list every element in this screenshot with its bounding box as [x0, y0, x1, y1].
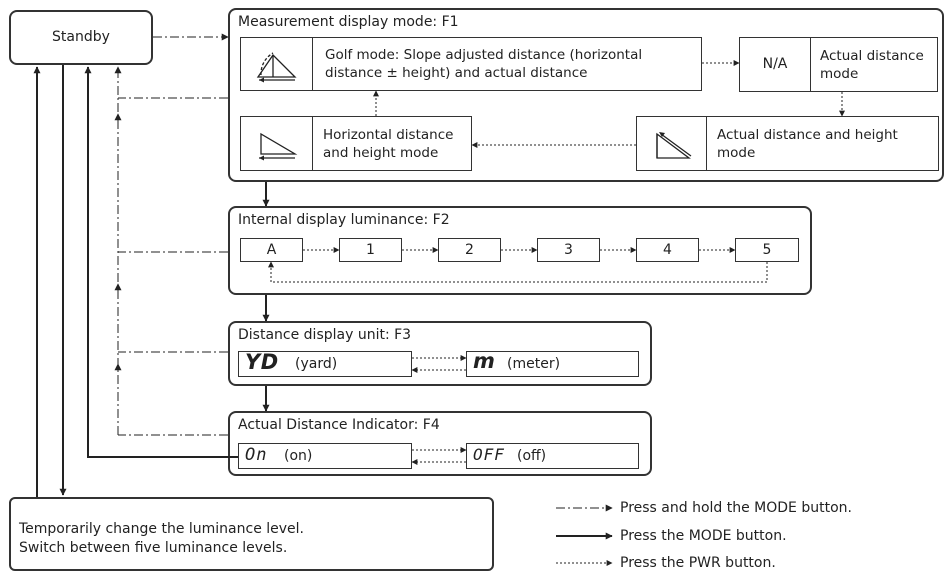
- actual-distance-mode-box: N/A Actual distance mode: [739, 37, 938, 92]
- horizontal-height-icon: [255, 126, 301, 162]
- indicator-on-symbol: On: [245, 445, 268, 465]
- luminance-note-line2: Switch between five luminance levels.: [19, 540, 288, 556]
- luminance-level-5: 5: [735, 238, 799, 262]
- golf-mode-box: Golf mode: Slope adjusted distance (hori…: [240, 37, 702, 91]
- f4-to-standby-arrow: [84, 66, 238, 458]
- indicator-off-symbol: OFF: [473, 445, 505, 464]
- na-label: N/A: [762, 56, 788, 72]
- standby-label: Standby: [52, 29, 110, 45]
- yard-label: (yard): [295, 356, 338, 372]
- golf-mode-icon: [255, 47, 301, 83]
- actual-height-line1: Actual distance and height: [717, 127, 898, 143]
- actual-height-line2: mode: [717, 145, 756, 161]
- luminance-level-1: 1: [339, 238, 402, 262]
- luminance-level-3: 3: [537, 238, 600, 262]
- indicator-off-box: OFF (off): [466, 443, 639, 469]
- legend-press-pwr: Press the PWR button.: [620, 555, 776, 571]
- luminance-level-4-label: 4: [663, 241, 672, 258]
- actual-distance-height-mode-box: Actual distance and height mode: [636, 116, 939, 171]
- f2-internal-luminance-group: Internal display luminance: F2: [228, 206, 812, 295]
- luminance-level-2-label: 2: [465, 241, 474, 258]
- horizontal-distance-height-mode-box: Horizontal distance and height mode: [240, 116, 472, 171]
- indicator-on-label: (on): [284, 448, 313, 464]
- golf-mode-line2: distance ± height) and actual distance: [325, 65, 588, 81]
- standby-box: Standby: [9, 10, 153, 65]
- horizontal-line2: and height mode: [323, 145, 439, 161]
- indicator-on-box: On (on): [238, 443, 412, 469]
- meter-symbol: m: [473, 349, 496, 373]
- legend-hold-mode: Press and hold the MODE button.: [620, 500, 852, 516]
- luminance-note-line1: Temporarily change the luminance level.: [19, 521, 304, 537]
- actual-distance-line1: Actual distance: [820, 48, 924, 64]
- luminance-note-box: Temporarily change the luminance level. …: [9, 497, 494, 571]
- luminance-level-3-label: 3: [564, 241, 573, 258]
- indicator-off-label: (off): [517, 448, 547, 464]
- golf-mode-line1: Golf mode: Slope adjusted distance (hori…: [325, 47, 643, 63]
- actual-distance-line2: mode: [820, 66, 859, 82]
- luminance-level-a: A: [240, 238, 303, 262]
- legend-press-mode: Press the MODE button.: [620, 528, 787, 544]
- meter-label: (meter): [507, 356, 561, 372]
- luminance-level-5-label: 5: [762, 241, 772, 258]
- yard-unit-box: YD (yard): [238, 350, 412, 377]
- luminance-level-4: 4: [636, 238, 699, 262]
- f3-title: Distance display unit: F3: [238, 327, 412, 343]
- luminance-level-a-label: A: [266, 241, 277, 258]
- luminance-level-1-label: 1: [366, 241, 375, 258]
- luminance-level-2: 2: [438, 238, 501, 262]
- actual-height-icon: [651, 126, 695, 162]
- f2-title: Internal display luminance: F2: [238, 212, 450, 228]
- horizontal-line1: Horizontal distance: [323, 127, 454, 143]
- f1-title: Measurement display mode: F1: [238, 14, 459, 30]
- meter-unit-box: m (meter): [466, 349, 639, 377]
- f4-title: Actual Distance Indicator: F4: [238, 417, 440, 433]
- yard-symbol: YD: [245, 350, 279, 374]
